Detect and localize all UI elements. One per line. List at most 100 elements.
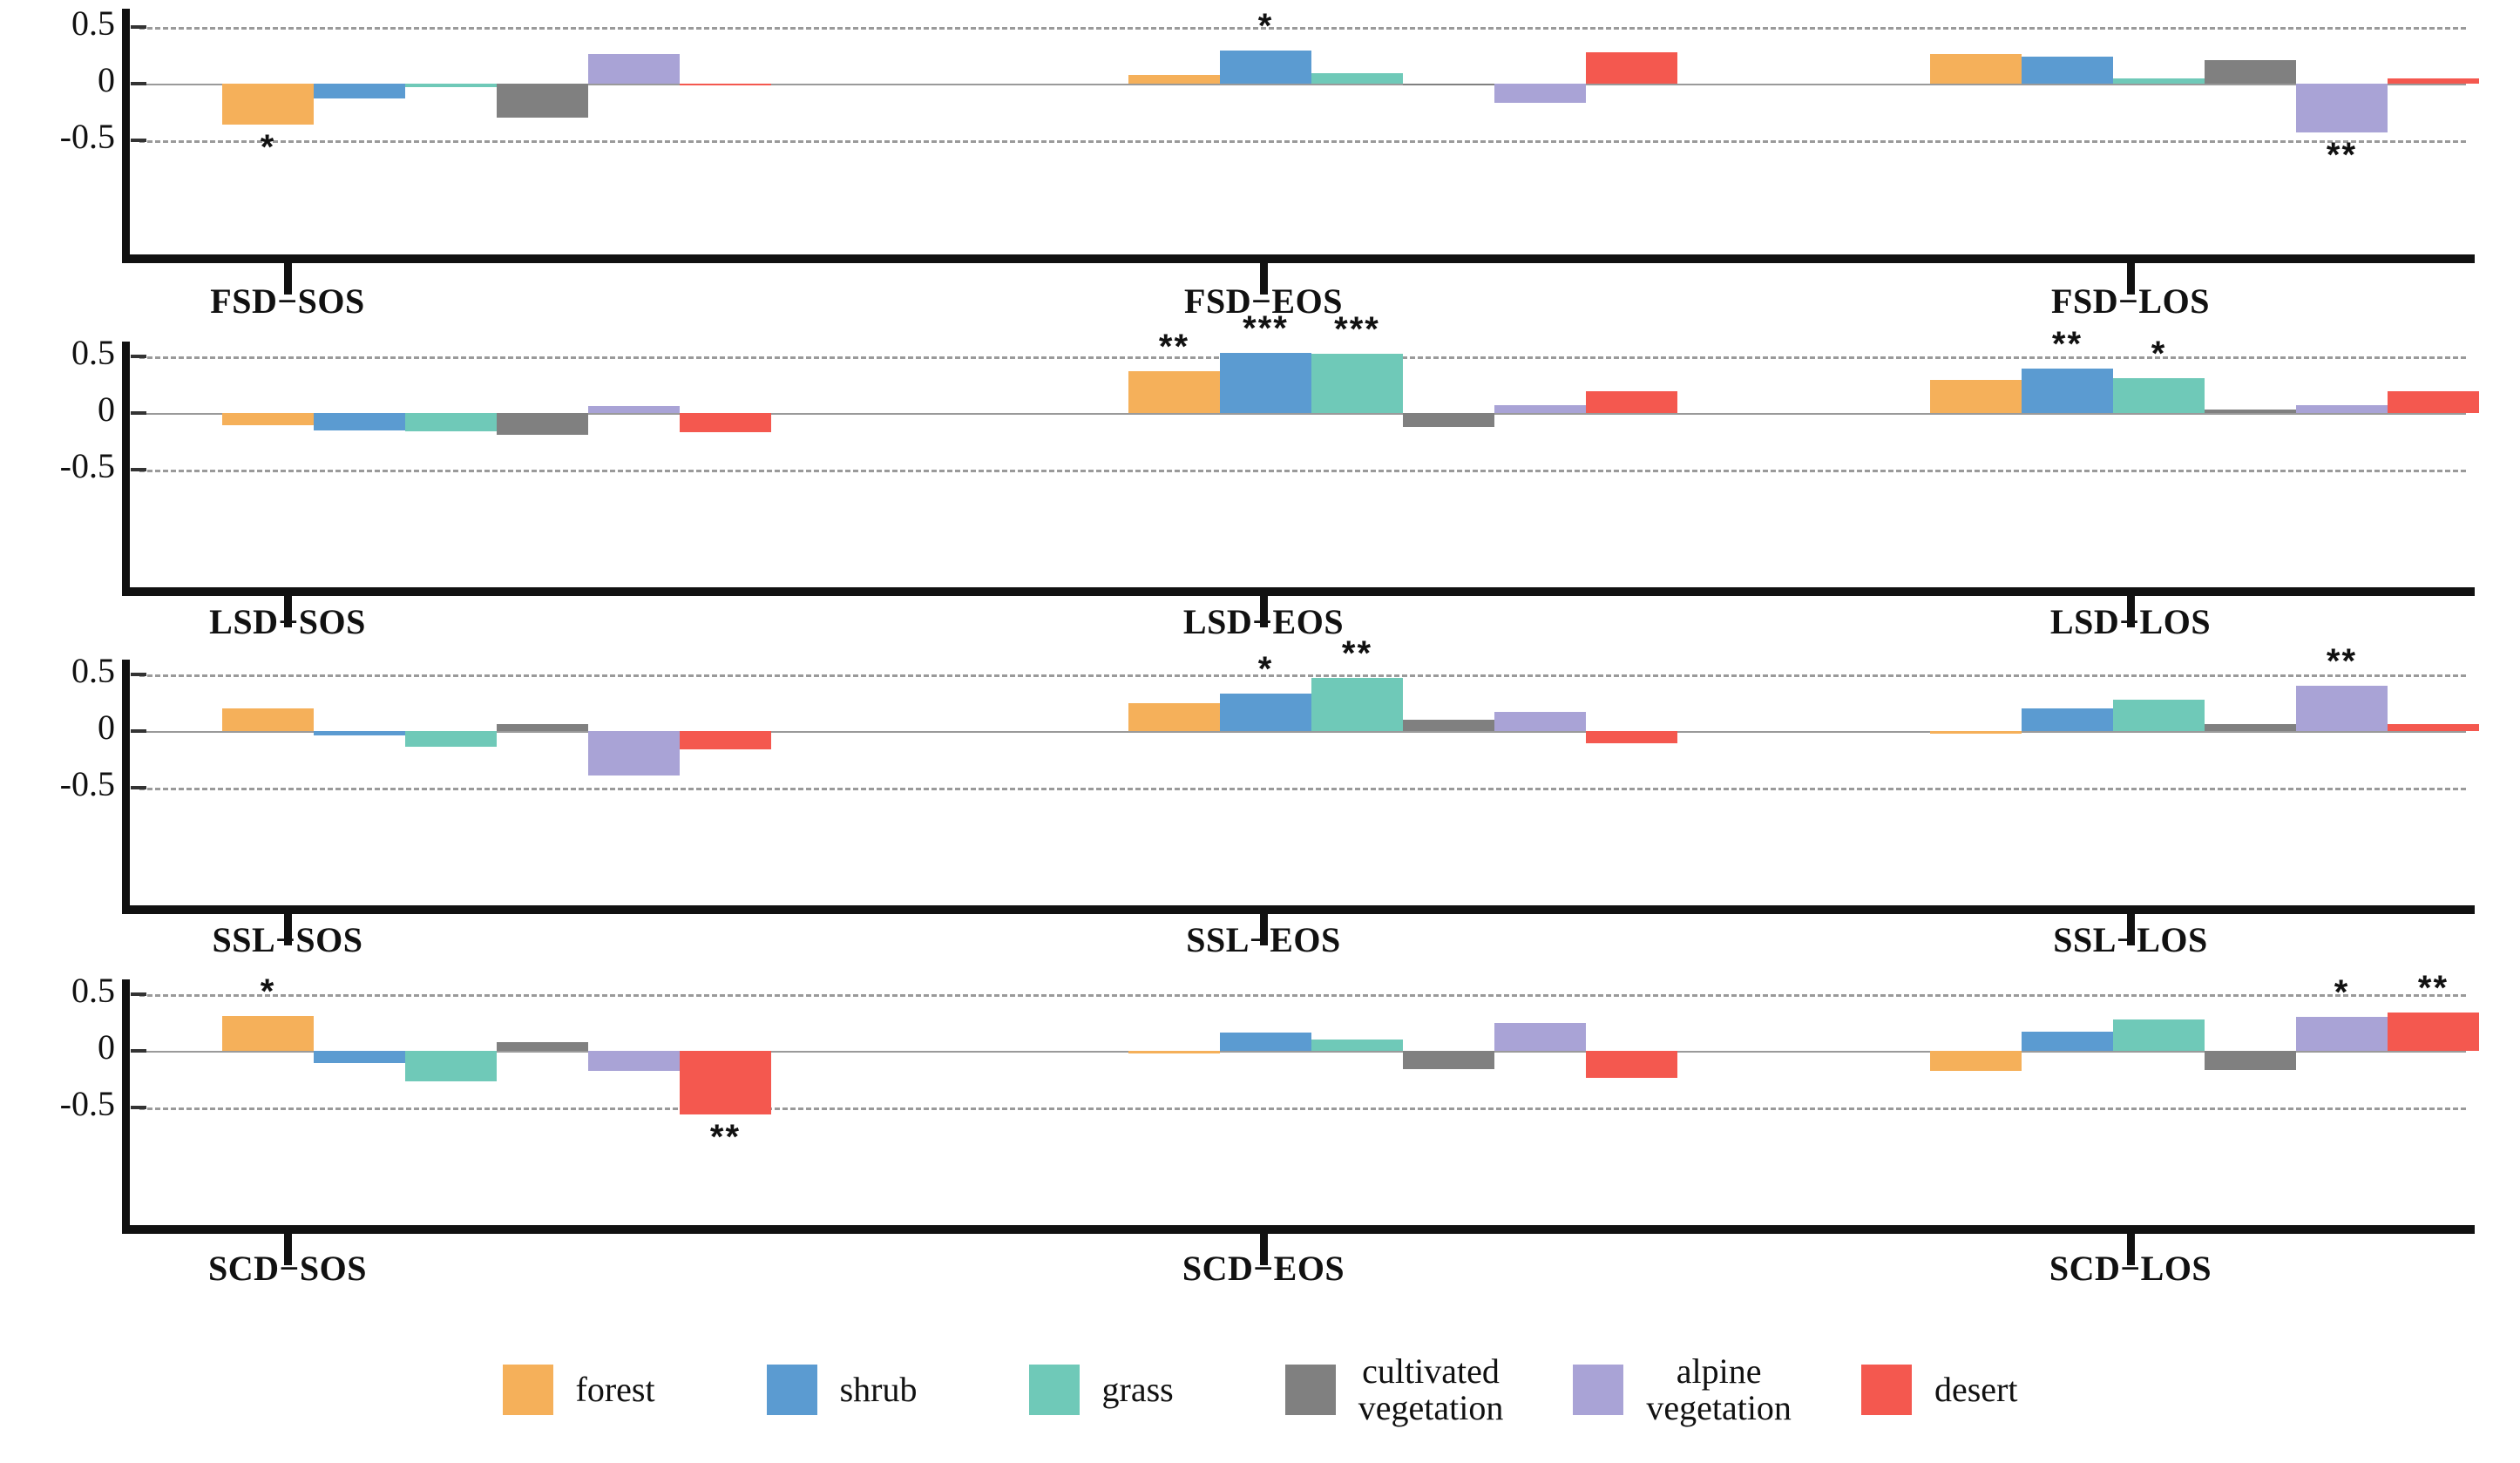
x-axis-line <box>122 1225 2475 1234</box>
bar-grass <box>1311 354 1403 413</box>
legend-label: forest <box>575 1370 655 1409</box>
bar-forest <box>222 413 314 426</box>
legend-item-alpine-vegetation[interactable]: alpine vegetation <box>1573 1353 1792 1426</box>
legend-item-desert[interactable]: desert <box>1860 1365 2018 1415</box>
significance-marker: * <box>1257 650 1274 689</box>
bar-shrub <box>2022 1031 2113 1051</box>
bar-shrub <box>2022 708 2113 731</box>
panel-label-scd-eos: SCD−EOS <box>1182 1249 1345 1288</box>
bar-forest <box>1930 54 2022 84</box>
y-axis-tick <box>131 1049 146 1053</box>
legend-label: alpine vegetation <box>1646 1351 1792 1427</box>
zero-line <box>139 1051 2466 1053</box>
bar-desert <box>2388 78 2479 84</box>
bar-cultivated-vegetation <box>2205 1051 2296 1071</box>
bar-shrub <box>2022 56 2113 84</box>
bar-forest <box>222 1015 314 1051</box>
bar-shrub <box>1220 353 1311 413</box>
x-axis-tick <box>2127 911 2135 945</box>
x-axis-tick <box>284 593 292 627</box>
bar-shrub <box>1220 1033 1311 1051</box>
bar-cultivated-vegetation <box>1403 720 1494 731</box>
y-axis-line <box>122 342 130 587</box>
bar-forest <box>1930 1051 2022 1072</box>
panel-label-lsd-los: LSD−LOS <box>2049 602 2212 641</box>
bar-desert <box>1586 51 1677 84</box>
bar-forest <box>1930 380 2022 413</box>
legend-swatch-icon <box>1284 1365 1336 1415</box>
bar-forest <box>1128 702 1220 731</box>
y-axis-tick <box>131 729 146 733</box>
bar-cultivated-vegetation <box>497 1041 588 1051</box>
bar-cultivated-vegetation <box>2205 410 2296 413</box>
bar-desert <box>1586 731 1677 744</box>
y-axis-tick-label: 0.5 <box>71 651 115 690</box>
x-axis-tick <box>284 911 292 945</box>
y-axis-tick-label: 0.5 <box>71 333 115 372</box>
legend-label: desert <box>1934 1370 2018 1409</box>
y-axis-tick <box>131 673 146 676</box>
legend-item-shrub[interactable]: shrub <box>766 1365 918 1415</box>
legend-swatch-icon <box>502 1365 553 1415</box>
x-axis-tick <box>1260 260 1268 295</box>
legend-item-grass[interactable]: grass <box>1028 1365 1174 1415</box>
significance-marker: ** <box>1341 633 1373 673</box>
legend-item-forest[interactable]: forest <box>502 1365 655 1415</box>
zero-line <box>139 731 2466 733</box>
gridline <box>139 470 2466 472</box>
bar-grass <box>405 84 497 87</box>
legend-item-cultivated-vegetation[interactable]: cultivated vegetation <box>1284 1353 1503 1426</box>
y-axis-tick-label: -0.5 <box>59 446 115 485</box>
significance-marker: ** <box>1158 327 1190 366</box>
y-axis-tick <box>131 139 146 142</box>
y-axis-tick-label: 0.5 <box>71 971 115 1010</box>
bar-shrub <box>1220 694 1311 731</box>
bar-desert <box>680 1051 771 1114</box>
bar-desert <box>680 731 771 749</box>
y-axis-tick-label: 0.5 <box>71 3 115 43</box>
gridline <box>139 27 2466 30</box>
x-axis-tick <box>1260 1230 1268 1265</box>
bar-grass <box>1311 1040 1403 1051</box>
bar-desert <box>680 413 771 433</box>
legend: forest shrub grass cultivated vegetation alp… <box>0 1324 2520 1455</box>
panel-label-lsd-eos: LSD−EOS <box>1182 602 1345 641</box>
bar-shrub <box>1220 51 1311 84</box>
bar-alpine-vegetation <box>1494 84 1586 104</box>
y-axis-tick <box>131 355 146 358</box>
x-axis-tick <box>284 1230 292 1265</box>
bar-alpine-vegetation <box>1494 711 1586 731</box>
y-axis-tick <box>131 25 146 29</box>
legend-swatch-icon <box>1573 1365 1624 1415</box>
y-axis-tick <box>131 411 146 415</box>
x-axis-line <box>122 254 2475 263</box>
legend-swatch-icon <box>766 1365 817 1415</box>
bar-desert <box>2388 391 2479 413</box>
bar-shrub <box>314 731 405 736</box>
x-axis-line <box>122 587 2475 596</box>
bar-grass <box>2113 78 2205 84</box>
bar-grass <box>1311 677 1403 731</box>
gridline <box>139 788 2466 790</box>
bar-cultivated-vegetation <box>497 84 588 118</box>
bar-grass <box>405 1051 497 1082</box>
panel-label-scd-sos: SCD−SOS <box>208 1249 367 1288</box>
significance-marker: ** <box>2051 325 2083 364</box>
gridline <box>139 1107 2466 1110</box>
y-axis-tick-label: 0 <box>98 1027 115 1067</box>
panel-label-ssl-sos: SSL−SOS <box>212 920 363 959</box>
y-axis-tick-label: -0.5 <box>59 1084 115 1123</box>
zero-line <box>139 84 2466 85</box>
bar-alpine-vegetation <box>2296 84 2388 132</box>
legend-label: grass <box>1101 1370 1174 1409</box>
bar-alpine-vegetation <box>2296 686 2388 731</box>
bar-forest <box>222 84 314 125</box>
y-axis-line <box>122 9 130 254</box>
y-axis-tick-label: 0 <box>98 708 115 747</box>
gridline <box>139 994 2466 997</box>
y-axis-tick <box>131 468 146 471</box>
significance-marker: * <box>2151 334 2167 373</box>
y-axis-tick-label: 0 <box>98 60 115 99</box>
significance-marker: * <box>260 127 276 166</box>
bar-alpine-vegetation <box>588 1051 680 1072</box>
